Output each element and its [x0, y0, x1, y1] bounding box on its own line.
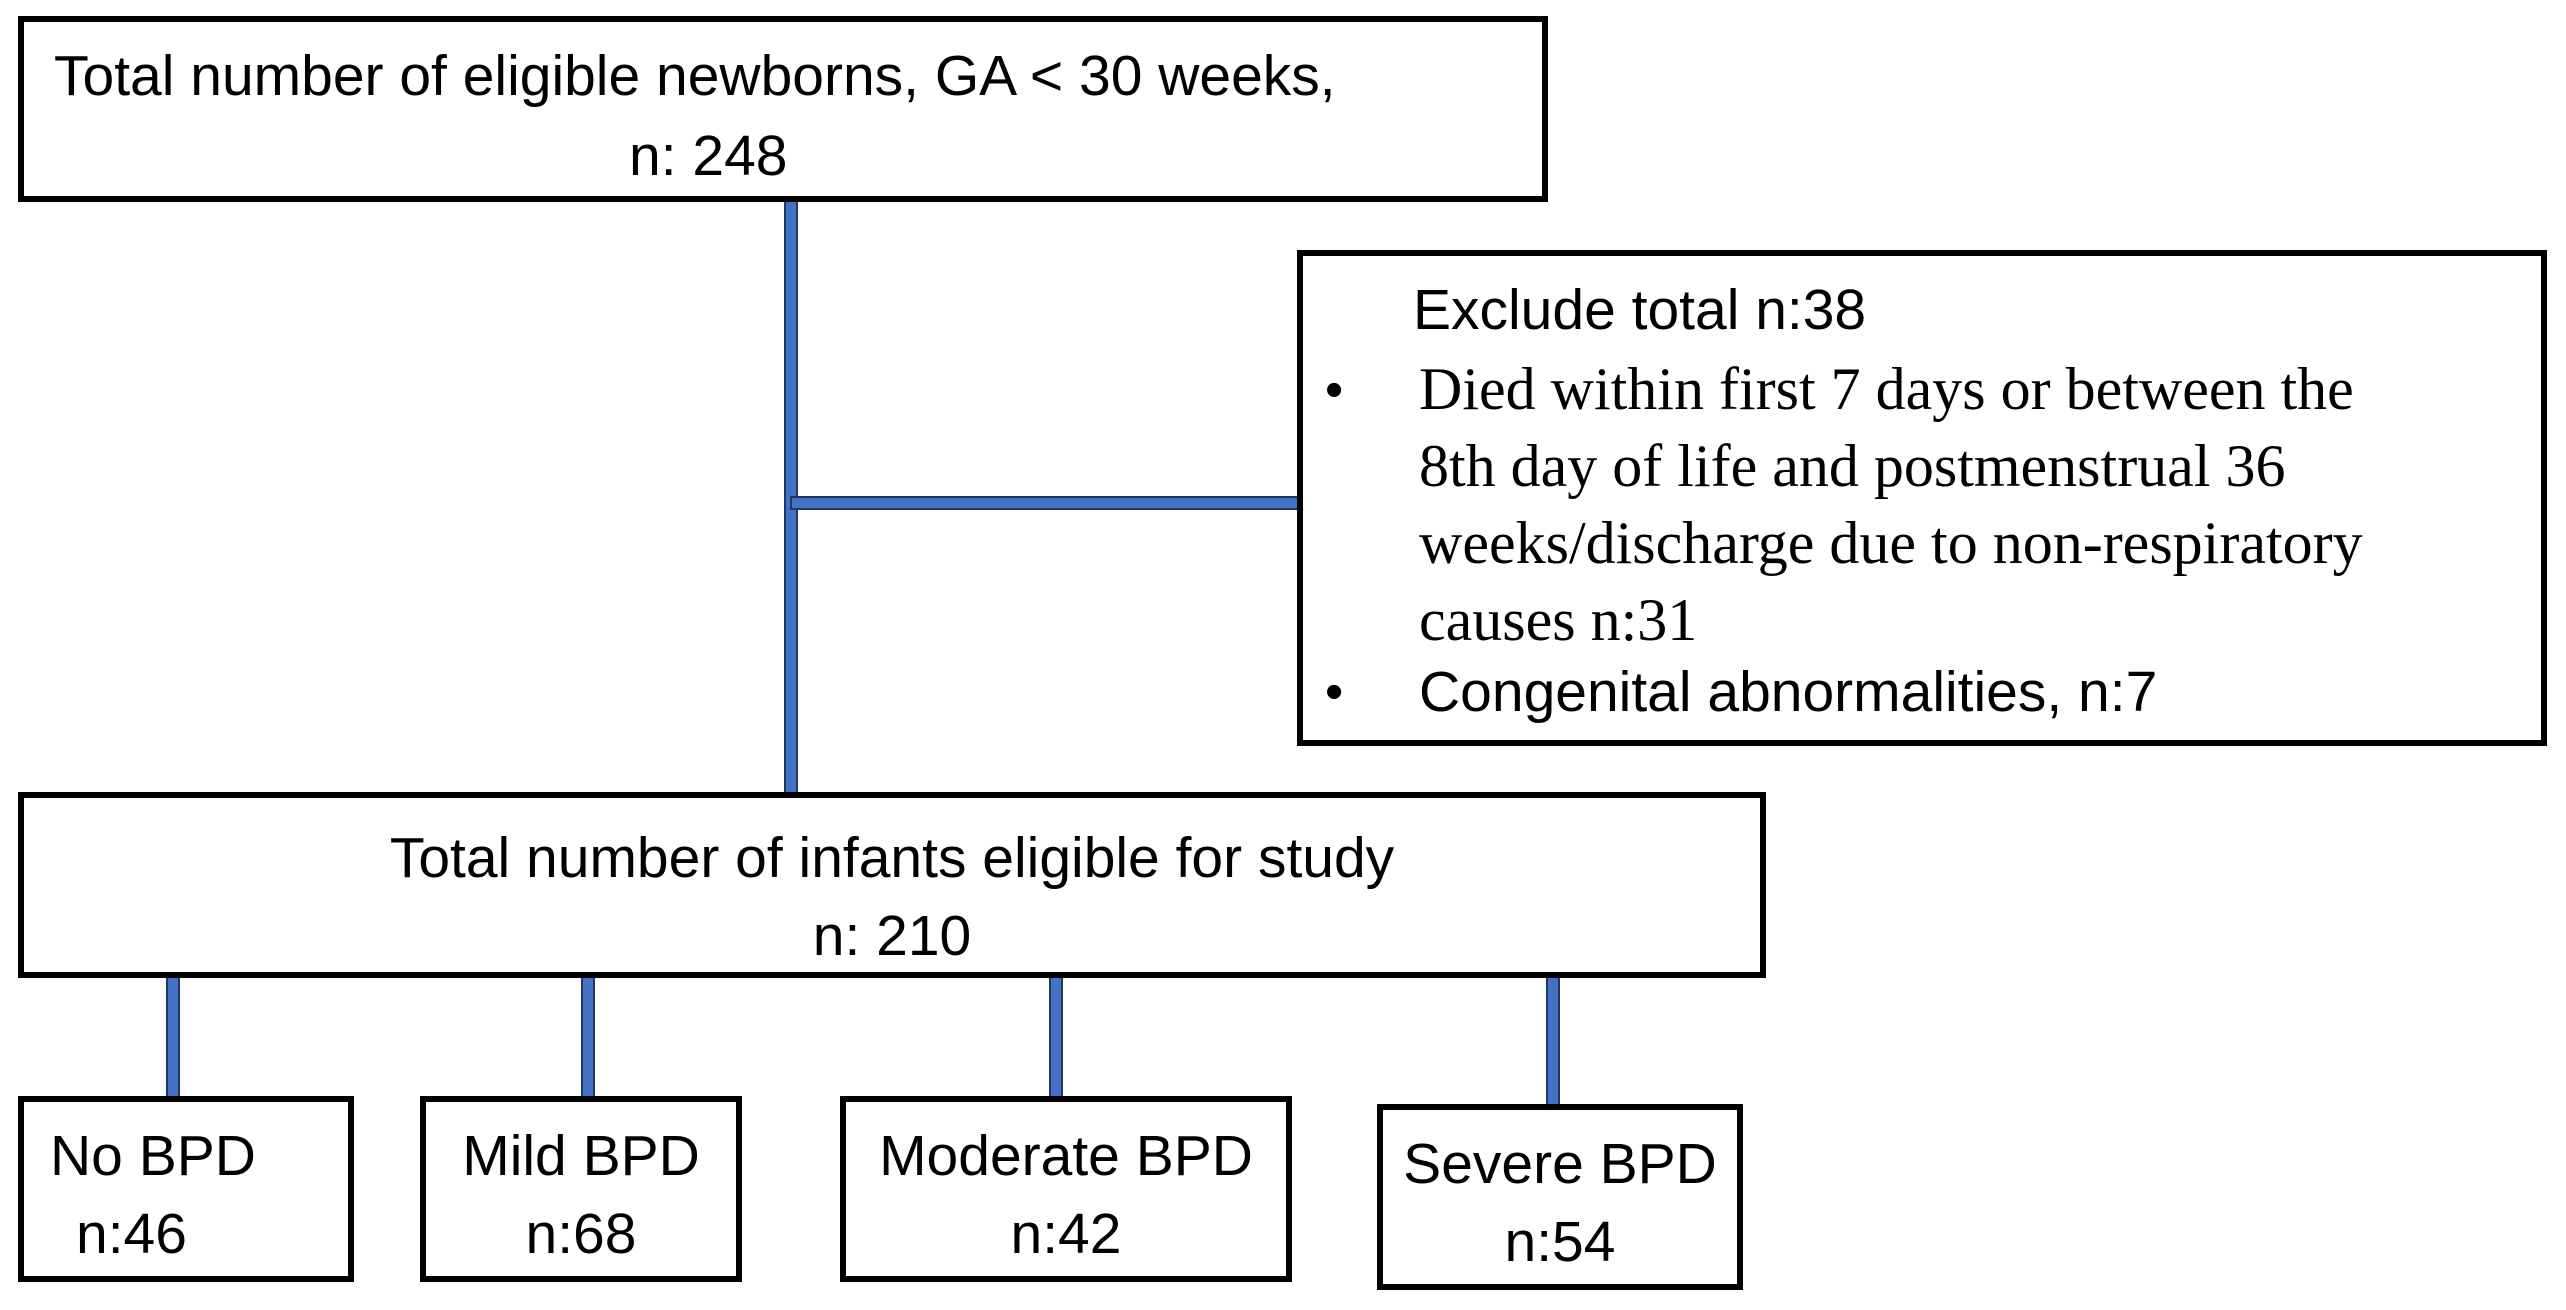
- outcome-count-moderate-bpd: n:42: [1010, 1202, 1122, 1266]
- exclusion-bullet-2: •: [1325, 663, 1344, 721]
- outcome-label-severe-bpd: Severe BPD: [1403, 1132, 1717, 1196]
- eligible-newborns-title: Total number of eligible newborns, GA < …: [54, 44, 1336, 108]
- exclusion-item-deaths-line-4: causes n:31: [1419, 587, 1698, 653]
- eligible-infants-title: Total number of infants eligible for stu…: [389, 826, 1395, 890]
- exclusion-item-deaths-line-3: weeks/discharge due to non-respiratory: [1419, 510, 2363, 576]
- outcome-box-severe-bpd: Severe BPD n:54: [1377, 1104, 1743, 1290]
- outcome-label-moderate-bpd: Moderate BPD: [879, 1124, 1253, 1188]
- outcome-label-no-bpd: No BPD: [50, 1124, 256, 1188]
- exclusion-item-deaths-line-1: Died within first 7 days or between the: [1419, 356, 2354, 422]
- eligible-newborns-box: Total number of eligible newborns, GA < …: [18, 16, 1548, 202]
- outcome-count-mild-bpd: n:68: [525, 1202, 637, 1266]
- outcome-label-mild-bpd: Mild BPD: [462, 1124, 700, 1188]
- outcome-connector-severe-bpd: [1546, 970, 1560, 1110]
- exclusion-heading: Exclude total n:38: [1413, 278, 1867, 342]
- outcome-count-severe-bpd: n:54: [1504, 1210, 1616, 1274]
- outcome-box-mild-bpd: Mild BPD n:68: [420, 1096, 742, 1282]
- outcome-connector-moderate-bpd: [1049, 970, 1063, 1102]
- eligible-newborns-count: n: 248: [629, 124, 788, 188]
- eligible-infants-box: Total number of infants eligible for stu…: [18, 792, 1766, 978]
- exclusion-box: Exclude total n:38 • Died within first 7…: [1297, 250, 2547, 746]
- outcome-connector-no-bpd: [166, 970, 180, 1102]
- eligible-infants-count: n: 210: [812, 904, 972, 968]
- outcome-connector-mild-bpd: [581, 970, 595, 1102]
- exclusion-branch-connector: [790, 496, 1310, 510]
- outcome-count-no-bpd: n:46: [76, 1202, 187, 1266]
- outcome-box-moderate-bpd: Moderate BPD n:42: [840, 1096, 1292, 1282]
- exclusion-bullet-1: •: [1325, 361, 1344, 419]
- exclusion-item-congenital: Congenital abnormalities, n:7: [1419, 660, 2158, 724]
- exclusion-item-deaths-line-2: 8th day of life and postmenstrual 36: [1419, 433, 2286, 499]
- outcome-box-no-bpd: No BPD n:46: [18, 1096, 354, 1282]
